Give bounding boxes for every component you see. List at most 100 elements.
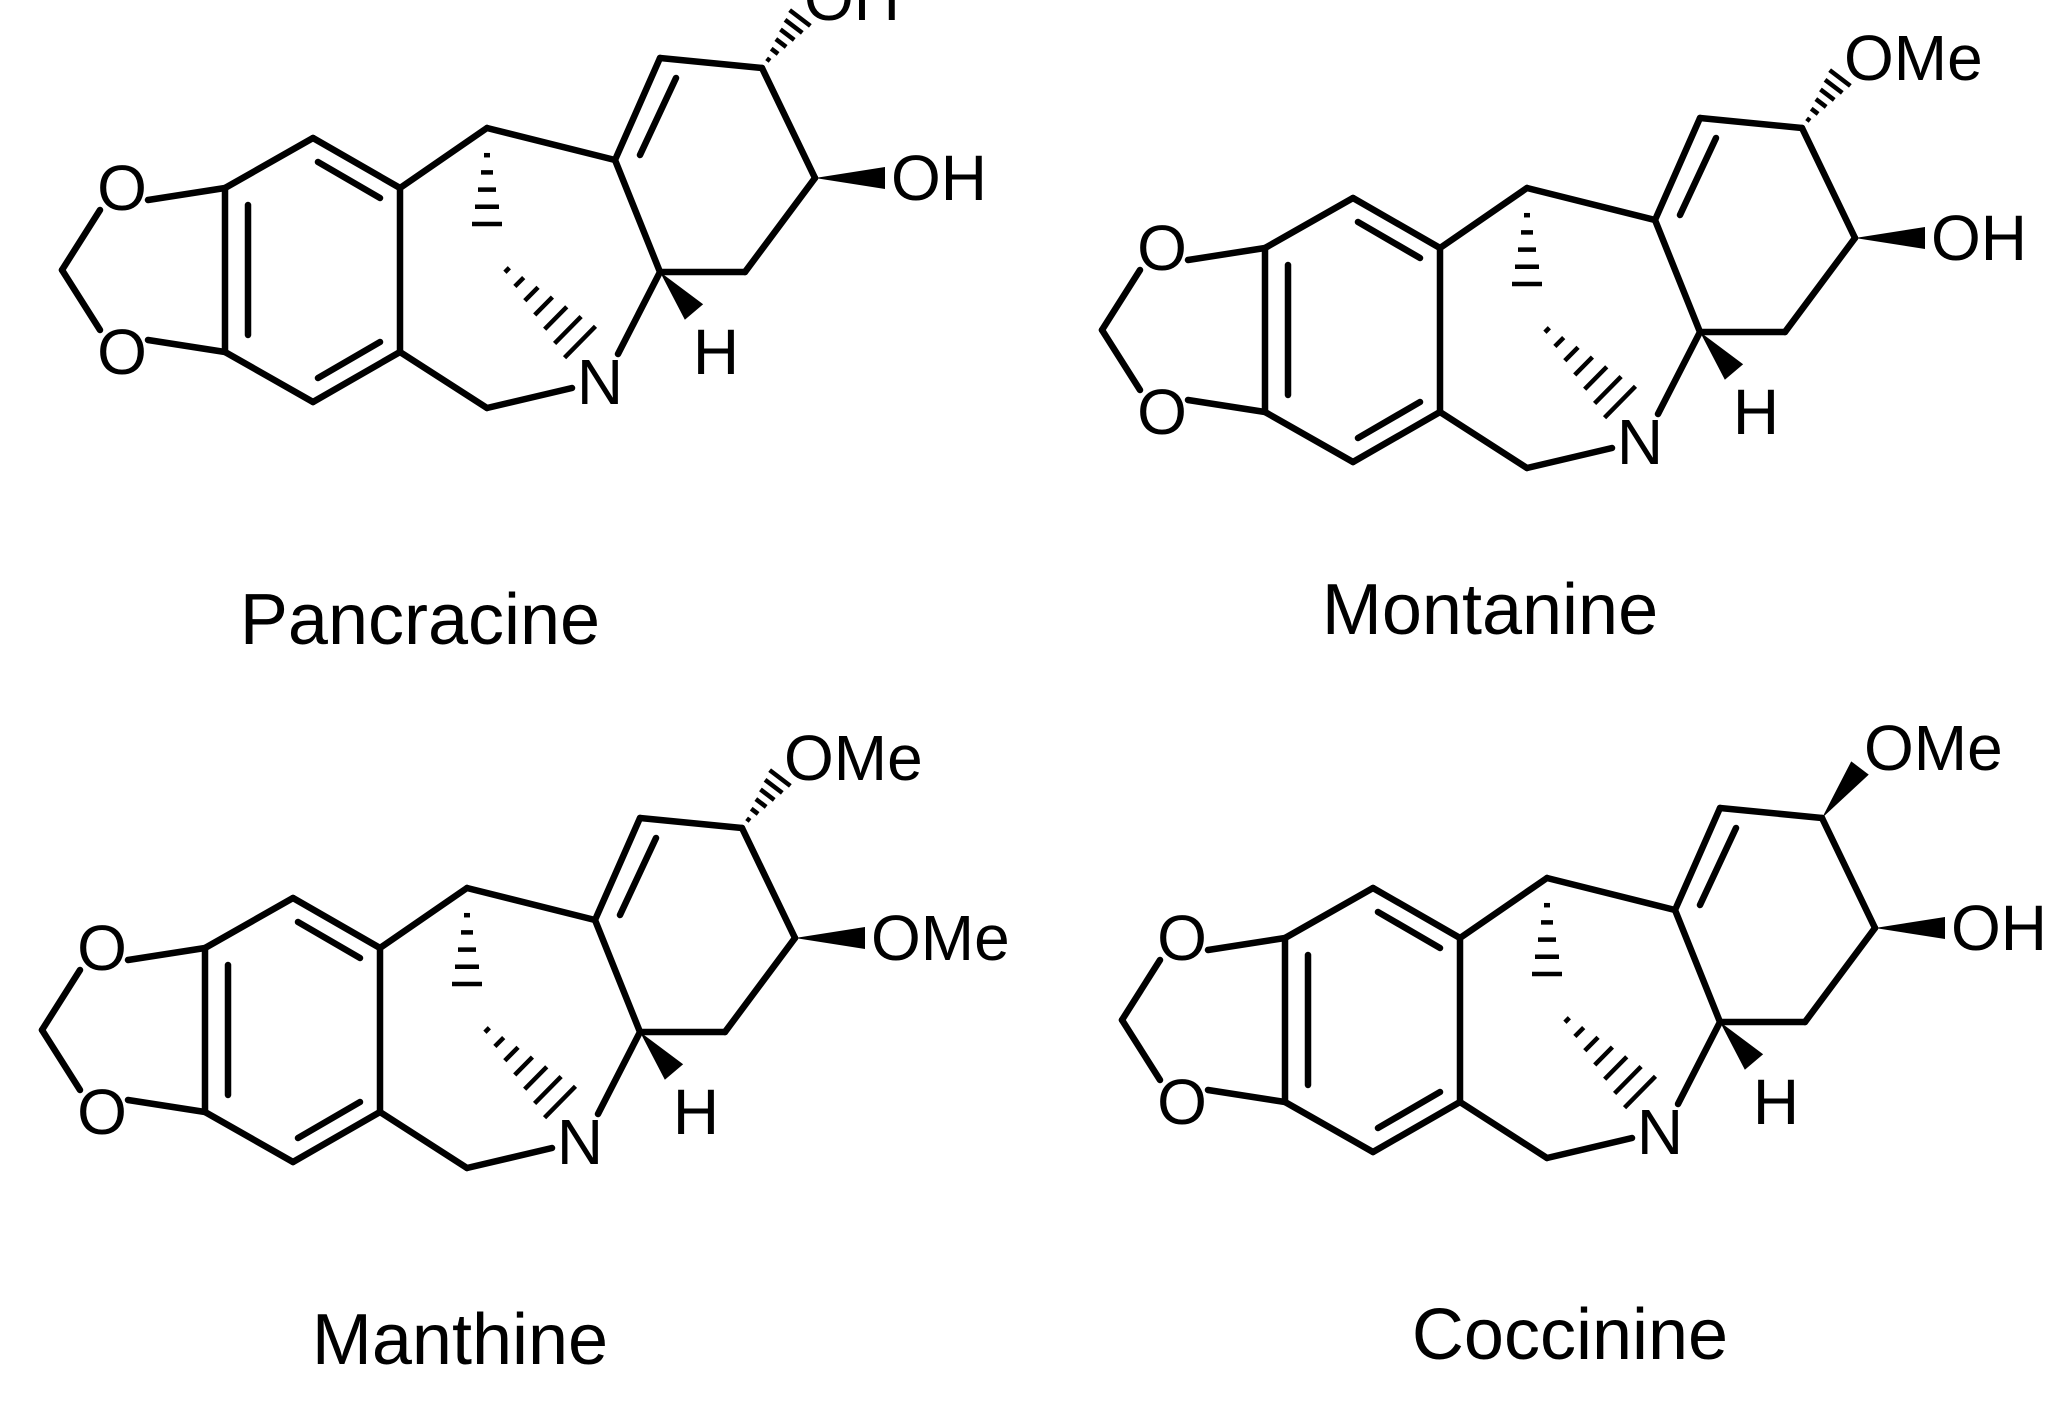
bond: [1671, 804, 1724, 914]
hash-mark: [1823, 77, 1844, 95]
bond: [1118, 956, 1164, 1024]
wedge-bond: [1720, 1022, 1764, 1070]
bond: [1281, 1098, 1377, 1156]
hash-mark: [513, 275, 526, 289]
bond: [1369, 1098, 1464, 1156]
hashed-bond: [1512, 212, 1542, 287]
oxygen-label: O: [97, 316, 147, 388]
bond: [221, 134, 317, 192]
bond: [1543, 1134, 1636, 1162]
bond: [1184, 396, 1269, 416]
hash-mark: [1809, 106, 1820, 116]
hash-mark: [523, 1065, 549, 1091]
hash-mark: [1583, 1035, 1600, 1053]
oxygen-label: O: [1157, 1066, 1207, 1138]
bond: [58, 266, 104, 334]
wedge-bond: [1855, 227, 1925, 249]
bond: [376, 884, 471, 952]
nitrogen-label: N: [1617, 406, 1663, 478]
bond: [591, 916, 644, 1036]
bond: [483, 384, 576, 412]
double-bond-inner: [1676, 134, 1720, 219]
bond: [309, 134, 404, 192]
bond: [1798, 124, 1859, 242]
bond: [1456, 1098, 1551, 1162]
substituent-r2-label: OH: [1951, 892, 2047, 964]
hydrogen-label: H: [1733, 376, 1779, 448]
hash-mark: [542, 1084, 578, 1120]
bond: [1716, 804, 1826, 822]
hash-mark: [1814, 97, 1828, 109]
bond: [1523, 444, 1616, 472]
bond: [124, 944, 209, 964]
wedge-bond: [815, 167, 885, 189]
bond: [309, 348, 404, 406]
hash-mark: [763, 777, 784, 795]
hash-mark: [1819, 87, 1836, 102]
bond: [201, 894, 297, 952]
hash-mark: [483, 1026, 491, 1034]
hash-mark: [779, 27, 796, 42]
bond: [741, 174, 819, 276]
bond: [463, 884, 599, 924]
bond: [1696, 114, 1806, 132]
compound-name: Coccinine: [1412, 1295, 1728, 1375]
hash-mark: [543, 305, 569, 331]
aromatic-inner-bond: [1354, 398, 1424, 442]
hashed-bond: [745, 768, 792, 823]
hashed-bond: [1563, 1016, 1658, 1110]
bond: [289, 894, 384, 952]
hash-mark: [783, 17, 804, 35]
bond: [124, 1096, 209, 1116]
wedge-bond: [1700, 332, 1744, 380]
hash-mark: [1622, 1074, 1658, 1110]
molecule-structure: OONHOHOH: [58, 0, 987, 418]
substituent-r2-label: OH: [891, 142, 987, 214]
hashed-bond: [503, 266, 598, 360]
double-bond-inner: [1696, 824, 1740, 909]
hashed-bond: [1532, 902, 1562, 977]
bond: [1674, 1018, 1724, 1108]
hash-mark: [513, 1055, 535, 1077]
bond: [1801, 924, 1879, 1026]
bond-lines: [38, 814, 799, 1172]
bond: [463, 1144, 556, 1172]
oxygen-label: O: [1137, 376, 1187, 448]
compound-name: Manthine: [312, 1300, 608, 1380]
hashed-bond: [1543, 326, 1638, 420]
oxygen-label: O: [1157, 902, 1207, 974]
nitrogen-label: N: [577, 346, 623, 418]
bond: [38, 966, 84, 1034]
bond: [1781, 234, 1859, 336]
bond: [144, 184, 229, 204]
double-bond-inner: [616, 834, 660, 919]
bond: [611, 54, 664, 164]
hash-mark: [553, 315, 583, 345]
hashed-bond: [765, 8, 812, 63]
bond: [58, 206, 104, 274]
hash-mark: [745, 816, 752, 823]
aromatic-inner-bond: [294, 1098, 364, 1142]
wedge-bond: [795, 927, 865, 949]
bond: [636, 814, 746, 832]
bond: [289, 1108, 384, 1166]
hash-mark: [493, 1035, 506, 1049]
bond: [1436, 408, 1531, 472]
aromatic-inner-bond: [1374, 908, 1444, 952]
bond: [1369, 884, 1464, 942]
bond: [221, 348, 317, 406]
hash-mark: [749, 806, 760, 816]
substituent-r2-label: OMe: [871, 902, 1010, 974]
bond: [1118, 1016, 1164, 1084]
hash-mark: [503, 266, 511, 274]
bond: [1651, 216, 1704, 336]
double-bond-inner: [636, 74, 680, 159]
bond: [614, 268, 664, 358]
oxygen-label: O: [1137, 212, 1187, 284]
aromatic-inner-bond: [1354, 218, 1424, 262]
bond: [721, 934, 799, 1036]
bond: [1098, 326, 1144, 394]
